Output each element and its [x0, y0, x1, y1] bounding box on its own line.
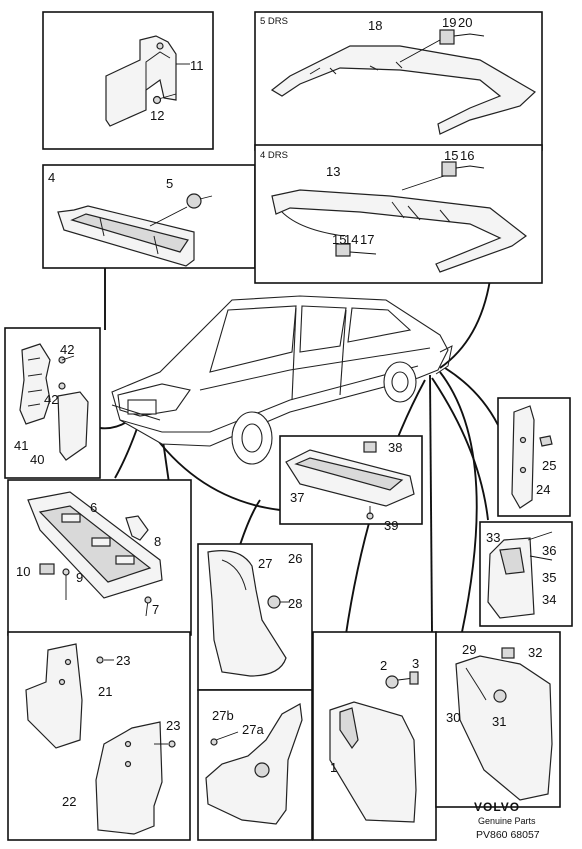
callout-23-top: 23 — [116, 653, 130, 668]
callout-4: 4 — [48, 170, 55, 185]
drawing-code: PV860 68057 — [476, 829, 540, 841]
callout-40: 40 — [30, 452, 44, 467]
callout-42-bottom: 42 — [44, 392, 58, 407]
callout-36: 36 — [542, 543, 556, 558]
callout-16: 16 — [460, 148, 474, 163]
callout-11: 11 — [190, 58, 204, 73]
callout-8: 8 — [154, 534, 161, 549]
panel-bracket-11-12 — [42, 11, 214, 150]
panel-strip-24-25 — [497, 397, 571, 517]
panel-mudflap-26-28 — [197, 543, 313, 691]
callout-42-top: 42 — [60, 342, 74, 357]
panel-mudflap-33-36 — [479, 521, 573, 627]
callout-10: 10 — [16, 564, 30, 579]
panel-brackets-21-23 — [7, 631, 191, 841]
callout-32: 32 — [528, 645, 542, 660]
callout-41: 41 — [14, 438, 28, 453]
callout-17: 17 — [360, 232, 374, 247]
callout-39: 39 — [384, 518, 398, 533]
callout-15-bottom: 15 — [332, 232, 346, 247]
callout-20: 20 — [458, 15, 472, 30]
panel-5-door-strip: 5 DRS — [254, 11, 543, 151]
variant-label-four-door: 4 DRS — [260, 150, 288, 161]
panel-4-door-strip: 4 DRS — [254, 144, 543, 284]
callout-26: 26 — [288, 551, 302, 566]
footer-brand-block: VOLVO Genuine Parts PV860 68057 — [474, 800, 540, 841]
callout-38: 38 — [388, 440, 402, 455]
callout-24: 24 — [536, 482, 550, 497]
callout-37: 37 — [290, 490, 304, 505]
callout-14: 14 — [344, 232, 358, 247]
callout-29: 29 — [462, 642, 476, 657]
variant-label-five-door: 5 DRS — [260, 16, 288, 27]
car-illustration — [111, 295, 453, 465]
callout-33: 33 — [486, 530, 500, 545]
callout-1: 1 — [330, 760, 337, 775]
callout-27: 27 — [258, 556, 272, 571]
panel-bracket-37-39 — [279, 435, 423, 525]
panel-bracket-27a-27b — [197, 689, 313, 841]
callout-31: 31 — [492, 714, 506, 729]
callout-28: 28 — [288, 596, 302, 611]
callout-labels: 11 12 4 5 18 19 20 13 15 16 14 15 17 42 … — [14, 15, 556, 809]
panel-mudflap-1-3 — [312, 631, 437, 841]
callout-9: 9 — [76, 570, 83, 585]
callout-23-bottom: 23 — [166, 718, 180, 733]
callout-30: 30 — [446, 710, 460, 725]
callout-25: 25 — [542, 458, 556, 473]
callout-5: 5 — [166, 176, 173, 191]
panel-bracket-40-42 — [4, 327, 101, 479]
brand-logo: VOLVO — [474, 800, 520, 814]
callout-27a: 27a — [242, 722, 264, 737]
callout-15-top: 15 — [444, 148, 458, 163]
callout-27b: 27b — [212, 708, 234, 723]
callout-34: 34 — [542, 592, 556, 607]
callout-6: 6 — [90, 500, 97, 515]
callout-21: 21 — [98, 684, 112, 699]
callout-12: 12 — [150, 108, 164, 123]
callout-35: 35 — [542, 570, 556, 585]
panel-mudflap-29-32 — [435, 631, 561, 808]
panel-trim-4-5 — [42, 164, 256, 269]
callout-7: 7 — [152, 602, 159, 617]
callout-18: 18 — [368, 18, 382, 33]
callout-2: 2 — [380, 658, 387, 673]
callout-3: 3 — [412, 656, 419, 671]
panel-carrier-6-10 — [7, 479, 192, 636]
callout-19: 19 — [442, 15, 456, 30]
callout-13: 13 — [326, 164, 340, 179]
callout-22: 22 — [62, 794, 76, 809]
brand-subtitle: Genuine Parts — [478, 816, 536, 826]
